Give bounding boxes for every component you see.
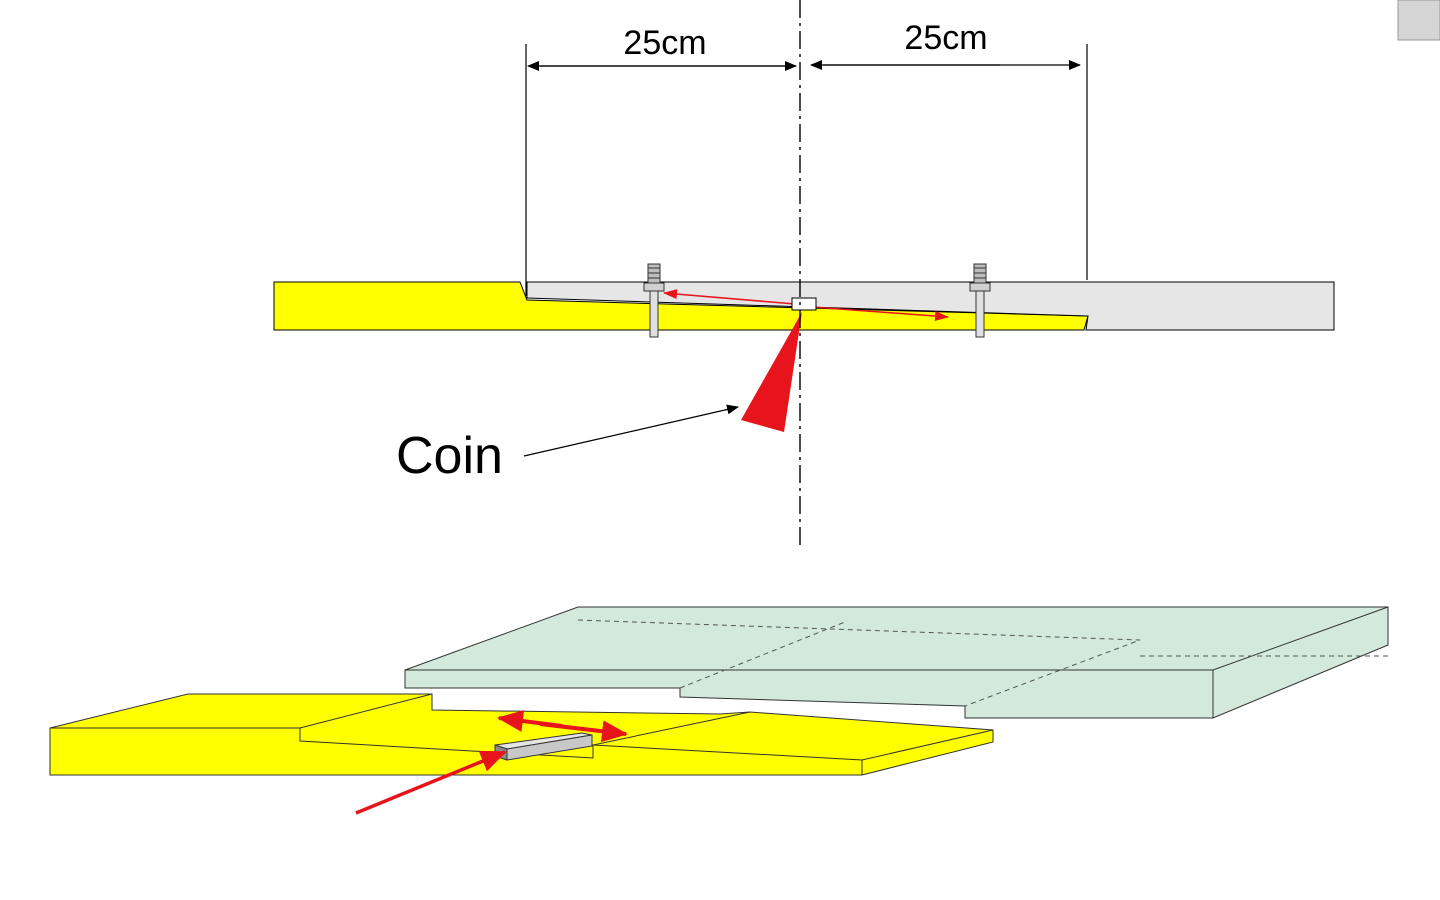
- section-right-arrow: [811, 306, 949, 322]
- green-slab: [404, 606, 1389, 719]
- centre-block: [791, 297, 817, 311]
- dimension-label-right: 25cm: [904, 19, 987, 57]
- dimension-label-left: 25cm: [623, 24, 706, 62]
- yellow-slab: [49, 693, 994, 776]
- section-left-arrow: [663, 289, 796, 305]
- cross-section-view: 25cm 25cm Coin: [273, 0, 1335, 546]
- texture-swatch: [1397, 0, 1440, 41]
- grey-bar: [494, 732, 593, 761]
- wedge-label: Coin: [396, 427, 503, 485]
- insertion-arrow: [355, 750, 507, 815]
- right-bolt: [969, 263, 991, 338]
- grey-slab-section: [526, 281, 1335, 331]
- left-bolt: [643, 263, 665, 338]
- movement-arrow-right: [539, 720, 628, 743]
- wedge-leader-line: [523, 404, 739, 457]
- isometric-view: [49, 606, 1389, 815]
- red-wedge: [741, 312, 802, 432]
